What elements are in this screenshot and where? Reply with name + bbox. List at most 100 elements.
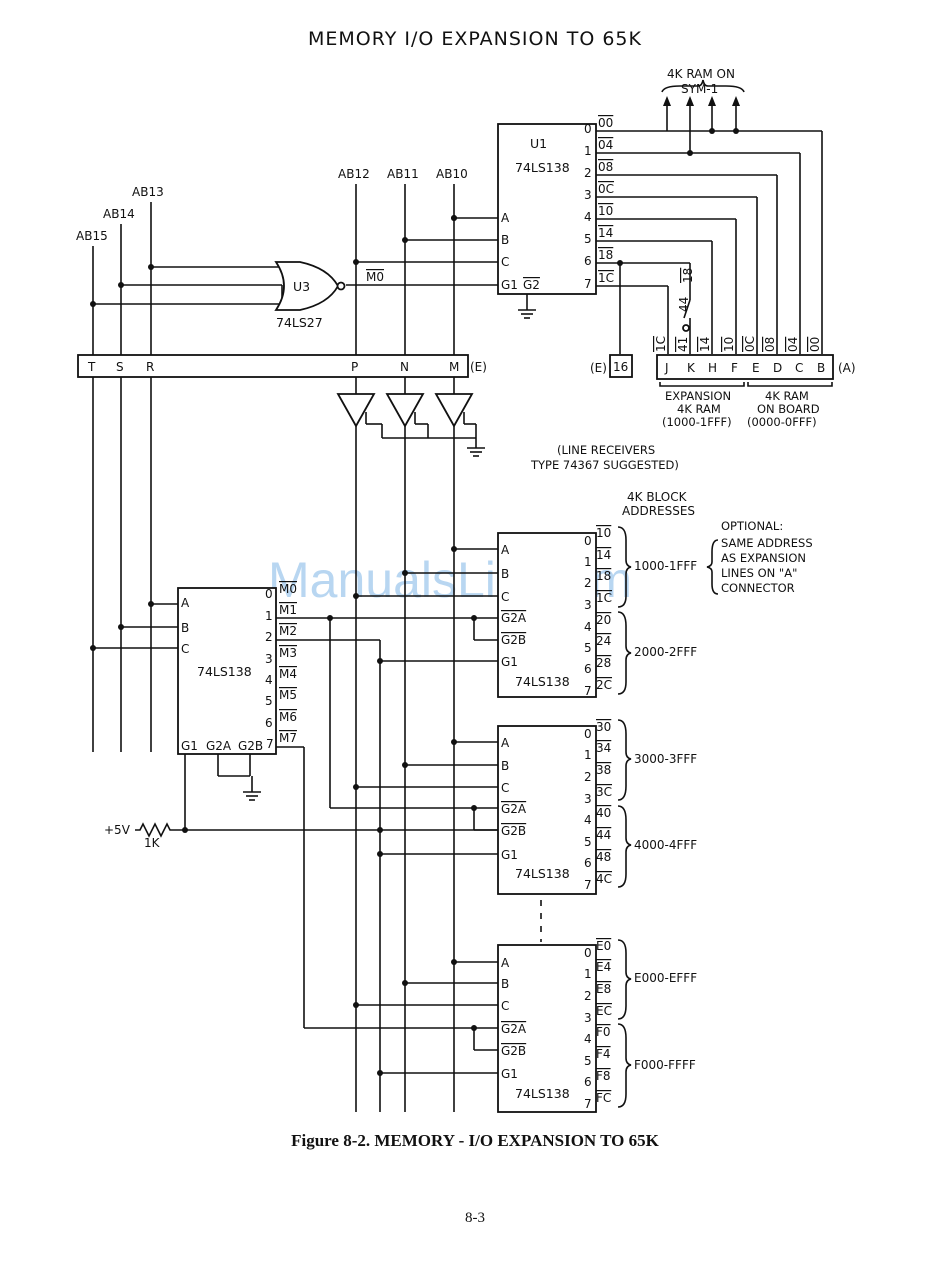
svg-text:3: 3: [584, 1011, 592, 1025]
main-dec-out-1: 1: [265, 609, 273, 623]
u1-out-2: 2: [584, 166, 592, 180]
u1-sig-08: 08: [598, 160, 613, 174]
bd2-sig-7: 4C: [596, 872, 612, 886]
main-dec-sig-m3: M3: [279, 646, 297, 660]
main-dec-pin-a: A: [181, 596, 190, 610]
main-dec-out-7: 7: [266, 737, 274, 751]
bd3-pin-g1: G1: [501, 1067, 518, 1081]
block-decoder-3: A B C G2A G2B G1 74LS138 0 1 2 3 4 5 6 7…: [356, 939, 697, 1113]
bd3-pin-g2a: G2A: [501, 1022, 527, 1036]
svg-text:6: 6: [584, 856, 592, 870]
bd2-sig-2: 38: [596, 763, 611, 777]
svg-text:1: 1: [584, 748, 592, 762]
e16-prefix: (E): [590, 361, 607, 375]
e16-pin: 16: [613, 360, 628, 374]
bd1-range-2: 2000-2FFF: [634, 645, 697, 659]
main-decoder: 74LS138 A B C G1 G2A G2B 0 1 2 3 4 5 6 7…: [177, 582, 297, 755]
bd3-sig-6: F8: [596, 1069, 611, 1083]
conn-a-pin-b: B: [817, 361, 825, 375]
svg-text:0: 0: [584, 727, 592, 741]
svg-text:6: 6: [584, 662, 592, 676]
bd3-sig-4: F0: [596, 1025, 611, 1039]
optional-note-3: AS EXPANSION: [721, 551, 806, 565]
bd1-part: 74LS138: [515, 674, 570, 689]
svg-text:7: 7: [584, 878, 592, 892]
svg-text:1: 1: [584, 967, 592, 981]
bd2-sig-4: 40: [596, 806, 611, 820]
main-dec-out-2: 2: [265, 630, 273, 644]
main-dec-pin-c: C: [181, 642, 189, 656]
bd3-sig-1: E4: [596, 960, 611, 974]
bd3-pin-g2b: G2B: [501, 1044, 526, 1058]
bd2-sig-3: 3C: [596, 785, 612, 799]
onboard-label-3: (0000-0FFF): [747, 415, 817, 429]
sym1-label-1: 4K RAM ON: [667, 67, 735, 81]
jumper-44: 44: [677, 297, 691, 312]
decoder-u1: U1 74LS138 A B C G1 G2 0 1 2 3 4 5 6 7 0…: [497, 116, 614, 295]
connector-a: J K H F E D C B (A) 1C 41 14 10 0C 08 04…: [654, 336, 856, 380]
onboard-label-1: 4K RAM: [765, 389, 809, 403]
optional-note-1: OPTIONAL:: [721, 519, 783, 533]
main-dec-pin-b: B: [181, 621, 189, 635]
bd2-pin-c: C: [501, 781, 509, 795]
u1-pin-g2: G2: [523, 278, 540, 292]
conn-a-sig-00: 00: [808, 337, 822, 352]
label-ab12: AB12: [338, 167, 370, 181]
main-decoder-part: 74LS138: [197, 664, 252, 679]
bd1-pin-g1: G1: [501, 655, 518, 669]
page-title: MEMORY I/O EXPANSION TO 65K: [308, 28, 642, 50]
enable-wires: [276, 617, 498, 1112]
u1-out-1: 1: [584, 144, 592, 158]
bd1-range-1: 1000-1FFF: [634, 559, 697, 573]
svg-text:2: 2: [584, 770, 592, 784]
u1-out-7: 7: [584, 277, 592, 291]
pullup-supply: +5V: [104, 823, 131, 837]
bd2-pin-g1: G1: [501, 848, 518, 862]
bd3-sig-0: E0: [596, 939, 611, 953]
conn-e-pin-n: N: [400, 360, 409, 374]
u3-part: 74LS27: [276, 315, 323, 330]
main-dec-out-3: 3: [265, 652, 273, 666]
svg-text:3: 3: [584, 598, 592, 612]
sym1-arrows: [663, 96, 740, 106]
main-dec-sig-m4: M4: [279, 667, 297, 681]
bd2-pin-b: B: [501, 759, 509, 773]
main-dec-sig-m6: M6: [279, 710, 297, 724]
svg-text:1: 1: [584, 555, 592, 569]
line-receivers-note-1: (LINE RECEIVERS: [557, 443, 655, 457]
conn-a-label: (A): [838, 361, 856, 375]
conn-a-pin-k: K: [687, 361, 696, 375]
bd3-range-1: E000-EFFF: [634, 971, 697, 985]
conn-a-pin-j: J: [664, 361, 669, 375]
u1-out-5: 5: [584, 232, 592, 246]
main-dec-pin-g2a: G2A: [206, 739, 232, 753]
u1-sig-10: 10: [598, 204, 613, 218]
optional-note-4: LINES ON "A": [721, 566, 797, 580]
conn-a-pin-h: H: [708, 361, 717, 375]
main-dec-sig-m0: M0: [279, 582, 297, 596]
main-dec-sig-m1: M1: [279, 603, 297, 617]
bd1-sig-7: 2C: [596, 678, 612, 692]
main-dec-out-5: 5: [265, 694, 273, 708]
conn-a-pin-d: D: [773, 361, 782, 375]
u1-pin-a: A: [501, 211, 510, 225]
main-dec-sig-m7: M7: [279, 731, 297, 745]
u1-out-6: 6: [584, 254, 592, 268]
u1-name: U1: [530, 136, 547, 151]
bd2-sig-5: 44: [596, 828, 611, 842]
edge-connector-e: T S R P N M (E): [77, 354, 487, 378]
u1-out-4: 4: [584, 210, 592, 224]
bd1-sig-6: 28: [596, 656, 611, 670]
block-header-1: 4K BLOCK: [627, 490, 688, 504]
svg-text:4: 4: [584, 620, 592, 634]
svg-text:0: 0: [584, 946, 592, 960]
bd1-pin-b: B: [501, 567, 509, 581]
label-ab15: AB15: [76, 229, 108, 243]
svg-text:7: 7: [584, 1097, 592, 1111]
main-dec-pin-g2b: G2B: [238, 739, 263, 753]
main-dec-sig-m2: M2: [279, 624, 297, 638]
bd2-pin-g2a: G2A: [501, 802, 527, 816]
conn-e-pin-r: R: [146, 360, 154, 374]
conn-a-sig-41: 41: [676, 337, 690, 352]
